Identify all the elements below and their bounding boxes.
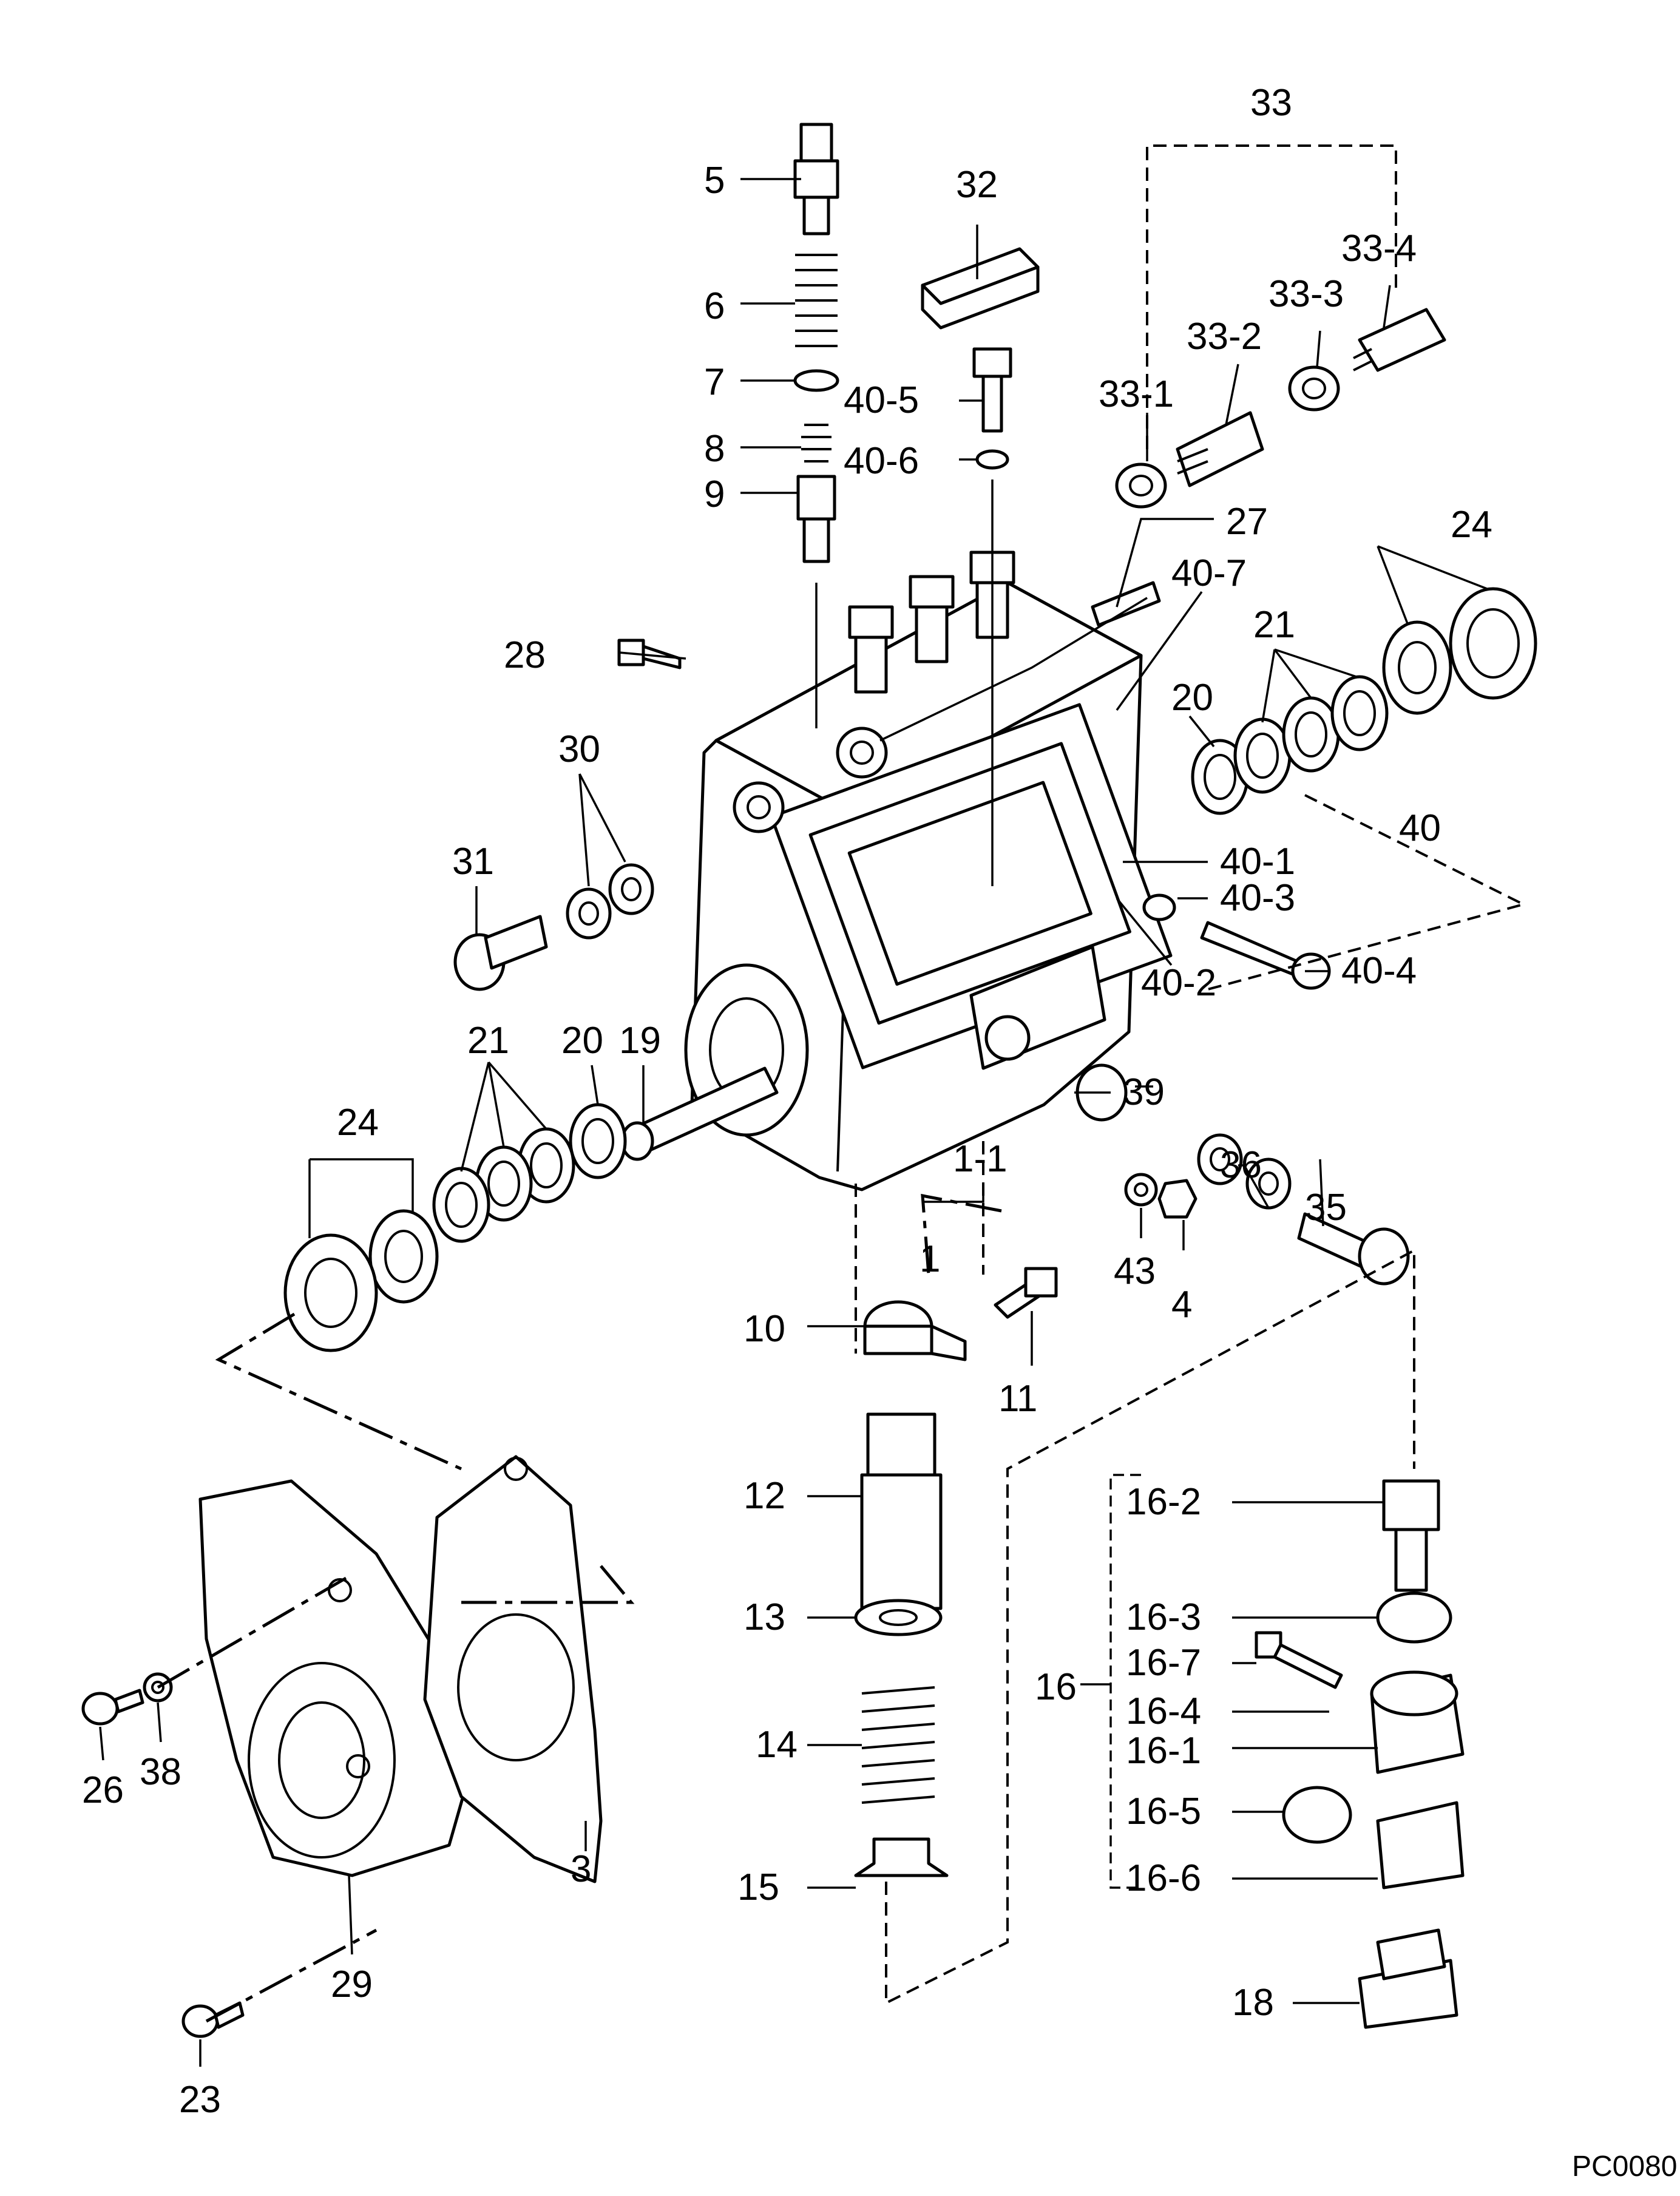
label-9: 9 — [704, 473, 725, 515]
label-15: 15 — [737, 1866, 779, 1908]
label-16-6: 16-6 — [1126, 1857, 1201, 1899]
drive-shaft — [620, 1066, 779, 1161]
label-40-7: 40-7 — [1171, 552, 1247, 594]
label-3: 3 — [571, 1848, 591, 1890]
screw-26 — [81, 1672, 173, 1726]
left-bearing-group — [283, 1103, 627, 1352]
screw-23 — [181, 2001, 245, 2038]
label-40-1: 40-1 — [1220, 841, 1295, 883]
label-26: 26 — [82, 1769, 124, 1811]
nut-washer — [1124, 1173, 1197, 1219]
label-29: 29 — [331, 1964, 373, 2005]
label-16-7: 16-7 — [1126, 1642, 1201, 1684]
bolt-40-5 — [972, 347, 1012, 886]
label-33-2: 33-2 — [1187, 316, 1262, 358]
label-40-4: 40-4 — [1341, 950, 1417, 992]
plunger-stack — [854, 1267, 1058, 1877]
label-38: 38 — [140, 1751, 181, 1793]
right-bearing-group — [1191, 587, 1537, 815]
stud-27 — [1091, 581, 1161, 627]
label-1: 1 — [920, 1238, 940, 1280]
label-21-right: 21 — [1253, 604, 1295, 646]
label-31: 31 — [452, 841, 494, 883]
label-40-2: 40-2 — [1141, 962, 1216, 1004]
label-11: 11 — [998, 1378, 1037, 1420]
solenoid-block — [921, 247, 1040, 330]
label-40-6: 40-6 — [844, 440, 919, 482]
label-24-right: 24 — [1451, 504, 1492, 546]
label-1-1: 1-1 — [953, 1138, 1008, 1180]
leader-lines — [99, 178, 1488, 2067]
label-16-3: 16-3 — [1126, 1596, 1201, 1638]
label-30: 30 — [558, 728, 600, 770]
label-13: 13 — [743, 1596, 785, 1638]
flange-29 — [198, 1479, 475, 1877]
label-27: 27 — [1226, 501, 1268, 543]
label-16-2: 16-2 — [1126, 1481, 1201, 1523]
valve-group-16 — [1255, 1479, 1465, 2029]
label-39: 39 — [1123, 1071, 1165, 1113]
label-36: 36 — [1220, 1144, 1262, 1186]
label-23: 23 — [179, 2079, 221, 2121]
delivery-valve-stack — [793, 123, 839, 728]
label-18: 18 — [1232, 1982, 1274, 2024]
label-40: 40 — [1399, 807, 1441, 849]
label-35: 35 — [1305, 1187, 1347, 1228]
label-33-1: 33-1 — [1099, 373, 1174, 415]
label-20-right: 20 — [1171, 677, 1213, 719]
assembly-lines — [157, 144, 1527, 2023]
label-40-3: 40-3 — [1220, 877, 1295, 919]
label-43: 43 — [1114, 1250, 1156, 1292]
label-32: 32 — [956, 164, 998, 206]
label-40-5: 40-5 — [844, 379, 919, 421]
label-21-left: 21 — [467, 1020, 509, 1062]
label-24-left: 24 — [337, 1102, 379, 1144]
label-28: 28 — [504, 634, 546, 676]
drawing-code: PC0080 — [1572, 2150, 1677, 2183]
label-20-left: 20 — [561, 1020, 603, 1062]
label-5: 5 — [704, 160, 725, 202]
label-7: 7 — [704, 361, 725, 403]
label-10: 10 — [743, 1308, 785, 1350]
fitting-group-33 — [1115, 308, 1446, 509]
label-33-4: 33-4 — [1341, 228, 1417, 269]
label-33-3: 33-3 — [1268, 273, 1344, 315]
label-6: 6 — [704, 285, 725, 327]
label-33: 33 — [1250, 82, 1292, 124]
label-19: 19 — [619, 1020, 661, 1062]
banjo-bolt-31 — [453, 863, 654, 991]
label-12: 12 — [743, 1475, 785, 1517]
label-16: 16 — [1035, 1666, 1077, 1708]
label-14: 14 — [756, 1724, 798, 1766]
gasket-3 — [423, 1455, 603, 1883]
label-4: 4 — [1171, 1284, 1192, 1326]
label-16-5: 16-5 — [1126, 1791, 1201, 1832]
callout-labels: 33 5 32 33-4 6 33-3 33-2 7 40-5 33-1 8 4… — [82, 82, 1677, 2183]
label-8: 8 — [704, 428, 725, 470]
label-16-4: 16-4 — [1126, 1690, 1201, 1732]
label-16-1: 16-1 — [1126, 1730, 1201, 1772]
